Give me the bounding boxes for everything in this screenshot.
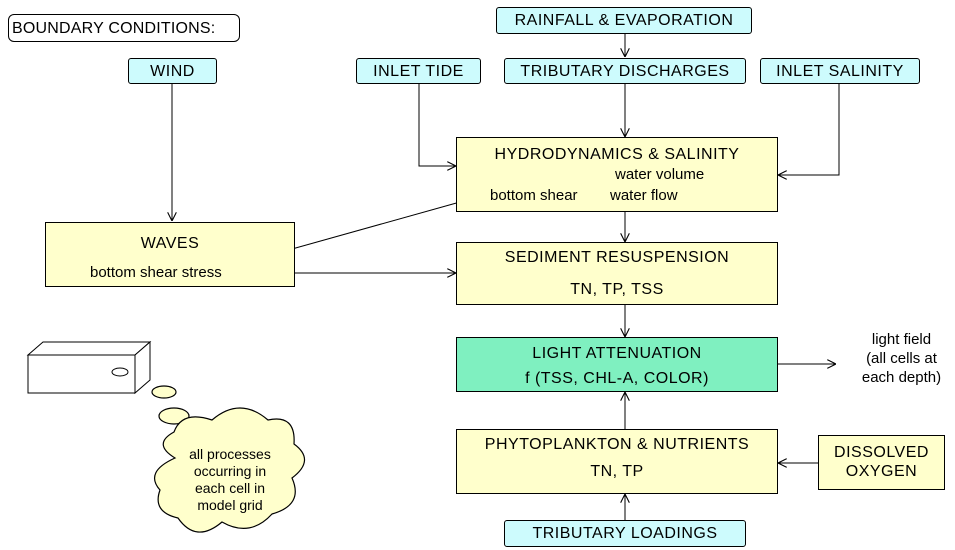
phytoplankton-nutrients-box: PHYTOPLANKTON & NUTRIENTS TN, TP bbox=[456, 429, 778, 494]
hydrodynamics-title: HYDRODYNAMICS & SALINITY bbox=[494, 146, 740, 163]
wind-box: WIND bbox=[128, 58, 217, 84]
inlet-tide-box: INLET TIDE bbox=[356, 58, 481, 84]
sediment-variables: TN, TP, TSS bbox=[570, 281, 664, 298]
tributary-loadings-label: TRIBUTARY LOADINGS bbox=[532, 525, 718, 542]
arrow-salinity-to-hydro bbox=[778, 84, 840, 175]
cloud-note: all processes occurring in each cell in … bbox=[172, 446, 288, 514]
bottom-shear-stress-label: bottom shear stress bbox=[90, 264, 222, 281]
light-field-line3: each depth) bbox=[861, 369, 942, 386]
waves-box: WAVES bottom shear stress bbox=[45, 222, 295, 287]
hydrodynamics-salinity-box: HYDRODYNAMICS & SALINITY water volume bo… bbox=[456, 137, 778, 212]
phytoplankton-title: PHYTOPLANKTON & NUTRIENTS bbox=[484, 436, 750, 453]
boundary-conditions-label: BOUNDARY CONDITIONS: bbox=[8, 14, 240, 42]
inlet-salinity-label: INLET SALINITY bbox=[776, 63, 904, 80]
tributary-discharges-box: TRIBUTARY DISCHARGES bbox=[504, 58, 746, 84]
cloud-note-line4: model grid bbox=[197, 497, 263, 513]
cloud-note-line2: occurring in bbox=[193, 463, 267, 479]
bottom-shear-label: bottom shear bbox=[490, 187, 578, 204]
light-attenuation-title: LIGHT ATTENUATION bbox=[532, 345, 702, 362]
rainfall-evaporation-label: RAINFALL & EVAPORATION bbox=[514, 12, 734, 29]
light-field-line2: (all cells at bbox=[866, 350, 937, 367]
boundary-conditions-text: BOUNDARY CONDITIONS: bbox=[12, 20, 216, 37]
water-volume-label: water volume bbox=[615, 166, 705, 183]
thought-cloud bbox=[151, 385, 306, 533]
rainfall-evaporation-box: RAINFALL & EVAPORATION bbox=[496, 7, 752, 34]
waves-title: WAVES bbox=[140, 235, 200, 252]
tributary-discharges-label: TRIBUTARY DISCHARGES bbox=[520, 63, 730, 80]
arrow-hydro-to-waves bbox=[267, 201, 461, 256]
dissolved-label: DISSOLVED bbox=[834, 444, 929, 461]
dissolved-oxygen-box: DISSOLVED OXYGEN bbox=[818, 435, 945, 490]
inlet-tide-label: INLET TIDE bbox=[373, 63, 464, 80]
light-field-line1: light field bbox=[871, 331, 932, 348]
inlet-salinity-box: INLET SALINITY bbox=[760, 58, 920, 84]
wind-label: WIND bbox=[150, 63, 195, 80]
arrow-tide-to-hydro bbox=[418, 84, 456, 166]
grid-cell-illustration bbox=[26, 340, 152, 395]
oxygen-label: OXYGEN bbox=[845, 463, 918, 480]
sediment-resuspension-box: SEDIMENT RESUSPENSION TN, TP, TSS bbox=[456, 242, 778, 305]
water-flow-label: water flow bbox=[610, 187, 678, 204]
cloud-note-line3: each cell in bbox=[194, 480, 266, 496]
light-attenuation-box: LIGHT ATTENUATION f (TSS, CHL-A, COLOR) bbox=[456, 337, 778, 392]
phytoplankton-variables: TN, TP bbox=[590, 463, 644, 480]
tributary-loadings-box: TRIBUTARY LOADINGS bbox=[504, 520, 746, 547]
light-field-output: light field (all cells at each depth) bbox=[848, 330, 955, 387]
cloud-note-line1: all processes bbox=[189, 446, 271, 462]
light-attenuation-function: f (TSS, CHL-A, COLOR) bbox=[525, 370, 709, 387]
sediment-title: SEDIMENT RESUSPENSION bbox=[504, 249, 730, 266]
